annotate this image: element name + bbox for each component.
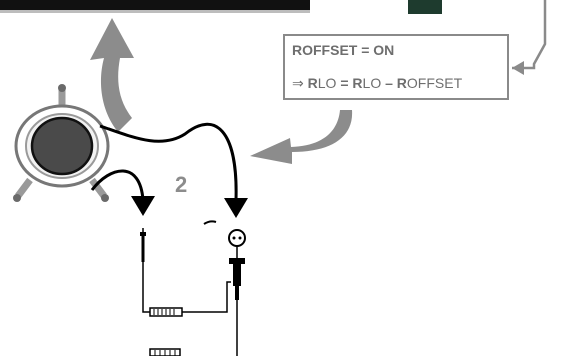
implies-symbol: ⇒ bbox=[292, 75, 304, 91]
cable-left-arrowhead bbox=[131, 196, 155, 216]
clip-icon bbox=[149, 307, 183, 317]
test-probe-icon bbox=[140, 228, 146, 262]
clip-icon-lower bbox=[149, 348, 181, 356]
cable-right-arrowhead bbox=[224, 198, 248, 218]
curved-arrow-left-icon bbox=[250, 110, 353, 164]
formula-s3: OFFSET bbox=[406, 75, 463, 91]
formula-r3: R bbox=[396, 75, 407, 91]
formula-eq: = bbox=[336, 75, 353, 91]
input-socket-icon bbox=[228, 229, 246, 356]
socket-arc bbox=[203, 220, 217, 225]
display-frame bbox=[0, 10, 310, 13]
formula-minus: – bbox=[381, 75, 397, 91]
formula-s1: LO bbox=[317, 75, 337, 91]
step-number: 2 bbox=[175, 172, 188, 197]
formula-s2: LO bbox=[362, 75, 382, 91]
formula-line: ⇒ RLO = RLO – ROFFSET bbox=[292, 75, 462, 92]
connector-line bbox=[512, 0, 547, 70]
instrument-display bbox=[0, 0, 310, 12]
formula-r2: R bbox=[352, 75, 363, 91]
offset-info-box: ROFFSET = ON ⇒ RLO = RLO – ROFFSET bbox=[283, 34, 509, 100]
offset-status-line: ROFFSET = ON bbox=[292, 42, 394, 58]
lcd-segment bbox=[408, 0, 442, 14]
cable-right bbox=[99, 122, 238, 201]
rotary-switch-icon bbox=[13, 84, 110, 202]
cable-left bbox=[90, 169, 145, 201]
wire-loop bbox=[142, 262, 231, 313]
offset-status-text: ROFFSET = ON bbox=[292, 42, 395, 58]
curved-arrow-up-icon bbox=[90, 18, 134, 132]
connector-arrowhead bbox=[512, 61, 524, 75]
formula-r1: R bbox=[307, 75, 318, 91]
